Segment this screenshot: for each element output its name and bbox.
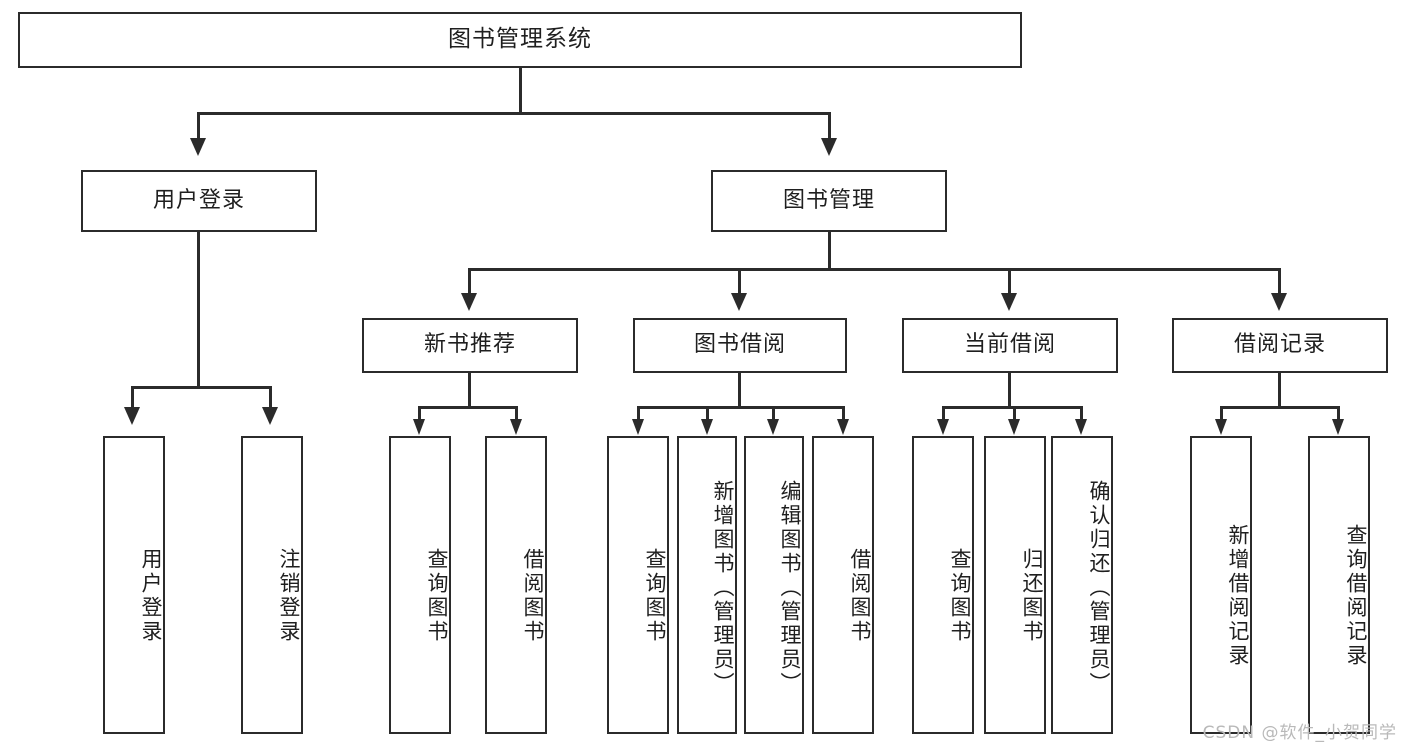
connector-user-login-bus [131,386,271,389]
connector-user-login-to-leaf-0 [131,386,134,408]
arrowhead-bm-borrow-record [1271,293,1287,311]
arrowhead-user-login-leaf-1 [262,407,278,425]
connector-bm-to-book-borrow [738,268,741,294]
connector-book-borrow-stem [738,373,741,408]
arrowhead-root-to-book-manage [821,138,837,156]
connector-new-book-bus [418,406,518,409]
arrowhead-bb-leaf-2 [767,419,779,435]
connector-borrow-record-stem [1278,373,1281,408]
arrowhead-br-leaf-1 [1332,419,1344,435]
connector-user-login-to-leaf-1 [269,386,272,408]
node-book-manage[interactable]: 图书管理 [711,170,947,232]
connector-user-login-stem [197,232,200,388]
connector-book-borrow-bus [637,406,844,409]
arrowhead-new-book-leaf-0 [413,419,425,435]
arrowhead-root-to-user-login [190,138,206,156]
arrowhead-bb-leaf-0 [632,419,644,435]
connector-new-book-stem [468,373,471,408]
connector-new-book-to-leaf-0 [418,406,421,420]
connector-book-manage-bus [468,268,1280,271]
node-new-book-recommend[interactable]: 新书推荐 [362,318,578,373]
connector-root-to-book-manage [828,112,831,139]
connector-br-to-leaf-1 [1337,406,1340,420]
connector-current-borrow-stem [1008,373,1011,408]
connector-root-stem [519,68,522,113]
leaf-user-login[interactable]: 用户登录 [103,436,165,734]
node-user-login[interactable]: 用户登录 [81,170,317,232]
connector-cb-to-leaf-1 [1013,406,1016,420]
leaf-query-borrow-record[interactable]: 查询借阅记录 [1308,436,1370,734]
connector-bb-to-leaf-1 [706,406,709,420]
node-book-borrow[interactable]: 图书借阅 [633,318,847,373]
arrowhead-bb-leaf-1 [701,419,713,435]
leaf-user-logout[interactable]: 注销登录 [241,436,303,734]
connector-book-manage-stem [828,232,831,270]
csdn-watermark: CSDN @软件_小贺同学 [1202,723,1397,743]
connector-root-to-user-login [197,112,200,139]
arrowhead-bm-book-borrow [731,293,747,311]
leaf-edit-book-admin[interactable]: 编辑图书（管理员） [744,436,804,734]
arrowhead-user-login-leaf-0 [124,407,140,425]
leaf-add-borrow-record[interactable]: 新增借阅记录 [1190,436,1252,734]
arrowhead-bb-leaf-3 [837,419,849,435]
connector-cb-to-leaf-2 [1080,406,1083,420]
arrowhead-cb-leaf-2 [1075,419,1087,435]
leaf-borrow-book-borrow[interactable]: 借阅图书 [812,436,874,734]
node-borrow-record[interactable]: 借阅记录 [1172,318,1388,373]
connector-bm-to-borrow-record [1278,268,1281,294]
connector-cb-to-leaf-0 [942,406,945,420]
leaf-query-book-recommend[interactable]: 查询图书 [389,436,451,734]
connector-borrow-record-bus [1220,406,1340,409]
leaf-query-book-current[interactable]: 查询图书 [912,436,974,734]
arrowhead-new-book-leaf-1 [510,419,522,435]
arrowhead-bm-current-borrow [1001,293,1017,311]
connector-bb-to-leaf-3 [842,406,845,420]
connector-root-bus [197,112,831,115]
connector-bm-to-new-book [468,268,471,294]
connector-bm-to-current-borrow [1008,268,1011,294]
connector-br-to-leaf-0 [1220,406,1223,420]
arrowhead-br-leaf-0 [1215,419,1227,435]
arrowhead-cb-leaf-1 [1008,419,1020,435]
leaf-confirm-return-admin[interactable]: 确认归还（管理员） [1051,436,1113,734]
connector-bb-to-leaf-0 [637,406,640,420]
leaf-borrow-book-recommend[interactable]: 借阅图书 [485,436,547,734]
connector-bb-to-leaf-2 [772,406,775,420]
arrowhead-bm-new-book [461,293,477,311]
leaf-add-book-admin[interactable]: 新增图书（管理员） [677,436,737,734]
node-current-borrow[interactable]: 当前借阅 [902,318,1118,373]
leaf-query-book-borrow[interactable]: 查询图书 [607,436,669,734]
connector-current-borrow-bus [942,406,1083,409]
leaf-return-book[interactable]: 归还图书 [984,436,1046,734]
node-root-book-management-system[interactable]: 图书管理系统 [18,12,1022,68]
connector-new-book-to-leaf-1 [515,406,518,420]
arrowhead-cb-leaf-0 [937,419,949,435]
